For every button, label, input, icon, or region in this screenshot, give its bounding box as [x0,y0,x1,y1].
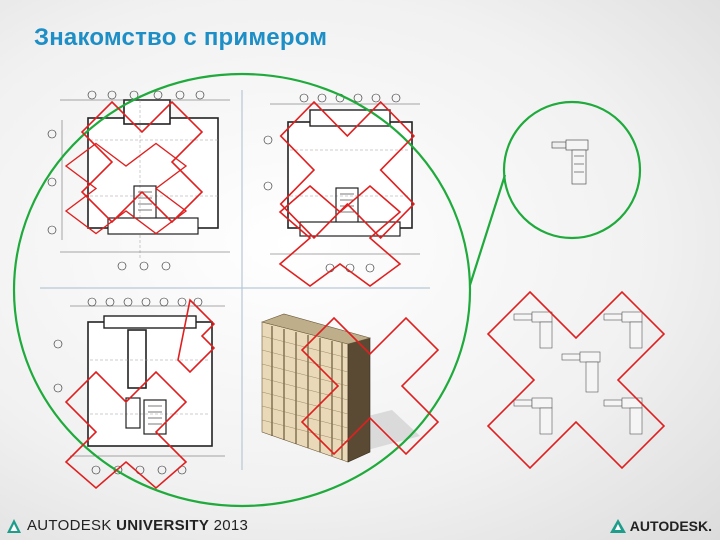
reject-cross-building [300,316,440,456]
floor-plan-2 [263,93,420,273]
au-year: 2013 [213,517,249,534]
reject-cross-thumbnails [486,290,666,470]
autodesk-triangle-icon [609,519,626,533]
accept-selection-outline [12,72,642,508]
autodesk-university-logo[interactable]: AUTODESK UNIVERSITY 2013 [6,517,248,534]
autodesk-university-triangle-icon [7,518,21,533]
reject-cross-plan-3 [64,370,188,490]
autodesk-university-wordmark: AUTODESK UNIVERSITY 2013 [27,517,248,534]
floor-plan-1 [47,90,230,271]
slide-title: Знакомство с примером [34,24,328,51]
au-word-university: UNIVERSITY [116,517,210,534]
autodesk-logo[interactable]: AUTODESK. [609,518,712,534]
footer-bar: AUTODESK UNIVERSITY 2013 AUTODESK. [0,510,720,540]
building-3d-model [260,313,420,463]
reject-cross-plan-2-bottom [278,184,402,287]
plan-thumbnail-accepted [551,139,589,185]
autodesk-wordmark: AUTODESK. [629,518,712,534]
reject-cross-plan-2 [279,100,416,240]
au-word-autodesk: AUTODESK [27,517,112,534]
reject-cross-plan-1-bottom [64,142,188,235]
reject-cross-plan-3-right [177,298,216,374]
plan-thumbnails-rejected [513,311,643,435]
